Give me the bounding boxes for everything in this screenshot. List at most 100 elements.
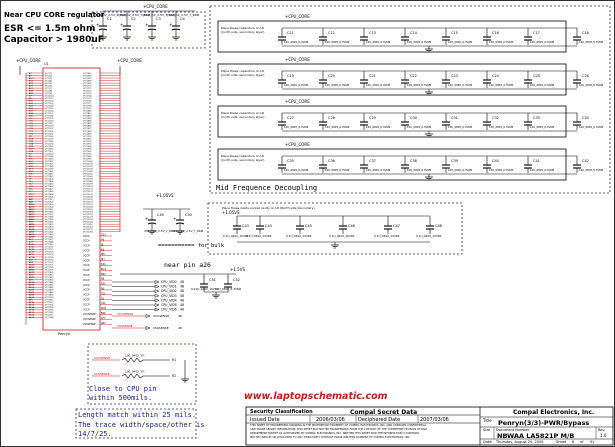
ic-pin-rname-52: VCC[117] [83, 204, 93, 206]
ic-pin-label-A15: A15 [29, 84, 34, 87]
ic-pin-label-AE18: AE18 [29, 294, 35, 297]
tb-disclaimer-4: MAY BE USED BY OR DISCLOSED TO ANY THIRD… [250, 436, 411, 439]
ic-pin-label-AD10: AD10 [29, 263, 35, 266]
ic-pin-rname-2: VCC[67] [83, 78, 91, 80]
row-3-ref-C42: C42 [582, 159, 589, 163]
row-2-net: +CPU_CORE [285, 99, 310, 104]
ic-pin-label-B18: B18 [29, 113, 34, 115]
ic-pin-name-F15: VCC[47] [45, 189, 53, 191]
ic-pin-rname-36: VCC[101] [83, 164, 93, 166]
decoupling-row-3-frame [217, 148, 567, 181]
ic-pin-label-F7: F7 [29, 176, 32, 178]
ic-pin-name-AB10: VCC[61] [45, 224, 53, 226]
ic-pin-name-AE9: VCC[83] [45, 279, 53, 281]
pulldown-box [87, 343, 197, 405]
v105-val-C47: 0.1U_0402_10V6K [374, 234, 400, 238]
ic-pin-label-AA9: AA9 [29, 200, 34, 203]
ic-pin-rname-4: VCC[69] [83, 83, 91, 85]
ic-pin-label-AB12: AB12 [29, 226, 35, 229]
ic-pin-name-AC17: VCC[73] [45, 254, 53, 256]
ic-pin-label-D10: D10 [29, 138, 34, 140]
tb-issued-date: 2006/03/06 [316, 417, 345, 423]
ic-pin-rname-3: VCC[68] [83, 80, 91, 82]
vid-label-CPU_VID6: CPU_VID6 [161, 308, 177, 312]
ic-pin-rname-47: VCC[112] [83, 191, 93, 193]
ic-pin-label-F10: F10 [29, 181, 33, 183]
v105-ref-C48: C48 [435, 224, 442, 228]
ic-pin-label-E18: E18 [29, 171, 34, 173]
ic-pin-name-AA13: VCC[55] [45, 209, 53, 211]
tb-company: Compal Electronics, Inc. [513, 409, 595, 416]
ic-pin-name-AA20: VCC[59] [45, 219, 53, 221]
row-0-ref-C13: C13 [369, 31, 376, 35]
ic-pin-name-A10: VCC[3] [45, 78, 52, 80]
ic-pin-name-AE20: VCC[90] [45, 297, 53, 299]
length-note-box [75, 408, 197, 439]
ic-pin-name-C9: VCC[19] [45, 118, 53, 120]
bulk-cap-box [91, 11, 206, 49]
ic-pin-rname-46: VCC[111] [83, 189, 93, 191]
row-1-ref-C24: C24 [492, 74, 500, 78]
ic-pin-rname-20: VCC[85] [83, 123, 91, 125]
v105-val-C48: 0.1U_0402_10V6K [416, 234, 442, 238]
ic-bpin-label-K21: K21 [101, 263, 106, 266]
ic-pin-label-B15: B15 [29, 108, 34, 110]
ic-pin-label-AE10: AE10 [29, 281, 35, 284]
ic-pin-name-B20: VCC[18] [45, 116, 53, 118]
pd-val-R1: 100_0402_1% [125, 354, 145, 358]
ic-pin-name-B15: VCC[15] [45, 108, 53, 110]
ic-pin-name-E20: VCC[41] [45, 174, 53, 176]
row-3-val-C40: 10U_0805_6.3V6M [489, 168, 513, 172]
ic-pin-rname-18: VCC[83] [83, 118, 91, 120]
ic-pin-label-AA7: AA7 [29, 198, 34, 201]
ic-bpin-label-N21: N21 [101, 273, 106, 276]
v105-val-C45: 0.1U_0402_10V6K [286, 234, 312, 238]
bulk-val-C2: 330U_D2_2.5V_Y_R6M [117, 13, 151, 17]
ic-pin-label-AF10: AF10 [29, 301, 35, 304]
mid-ref-C49: C49 [157, 213, 164, 217]
ic-pin-label-F12: F12 [29, 184, 33, 186]
row-1-val-C21: 10U_0805_6.3V6M [366, 83, 390, 87]
row-3-ref-C37: C37 [369, 159, 376, 163]
ic-pin-rname-6: VCC[71] [83, 88, 91, 90]
ic-bpin-name-G21: VCCA [83, 235, 90, 238]
row-1-note1: Place these capacitors on L8 [221, 69, 264, 73]
tb-doc-number: NBWAA LA5821P M/B [497, 432, 575, 440]
ic-pin-rname-15: VCC[80] [83, 111, 91, 113]
ic-pin-label-AC17: AC17 [29, 253, 35, 256]
ic-pin-rname-22: VCC[87] [83, 128, 91, 130]
v105-note: Place these inside socket cavity on L8 (… [222, 206, 315, 210]
ic-pin-name-E12: VCC[36] [45, 161, 53, 163]
pd-ref-R2: R2 [172, 374, 176, 378]
ic-pin-name-E10: VCC[35] [45, 158, 53, 160]
ic-pin-label-AE9: AE9 [29, 278, 34, 281]
ic-pin-label-AB9: AB9 [29, 220, 34, 223]
bulk-ref-C4: C4 [180, 17, 185, 21]
row-2-ref-C28: C28 [328, 116, 335, 120]
ic-pin-name-AA7: VCC[51] [45, 199, 53, 201]
ic-bpin-name-V6: VCCA [83, 240, 90, 243]
sense-label-VSSSENSE: VSSSENSE [153, 326, 169, 330]
vid-page-CPU_VID6: 48 [180, 308, 184, 312]
close-pin-note-line2: within 500mils. [89, 394, 153, 402]
ic-pin-name-A7: VCC[1] [45, 73, 52, 75]
sense-label-VCCSENSE: VCCSENSE [153, 314, 169, 318]
ic-pin-name-D17: VCC[31] [45, 148, 53, 150]
ic-pin-rname-7: VCC[72] [83, 90, 91, 92]
ic-bpin-label-T6: T6 [101, 297, 104, 300]
ic-pin-name-AD17: VCC[81] [45, 274, 53, 276]
ic-pin-label-AA15: AA15 [29, 210, 35, 213]
ic-pin-name-AD15: VCC[80] [45, 272, 53, 274]
length-note-line1: Length match within 25 mils. [78, 411, 197, 419]
row-1-val-C24: 10U_0805_6.3V6M [489, 83, 513, 87]
ic-bpin-label-J21: J21 [100, 258, 105, 261]
ic-pin-rname-29: VCC[94] [83, 146, 91, 148]
sense-page-VCCSENSE: 48 [178, 314, 182, 318]
website-watermark[interactable]: www.laptopschematic.com [244, 391, 388, 402]
pd-val-R2: 100_0402_1% [125, 370, 145, 374]
ic-bpin-label-J6: J6 [100, 243, 104, 246]
ic-pin-name-AC13: VCC[71] [45, 249, 53, 251]
ic-bpin-name-B26: VCCSENSE [83, 313, 96, 316]
ic-pin-label-AD15: AD15 [29, 271, 35, 274]
